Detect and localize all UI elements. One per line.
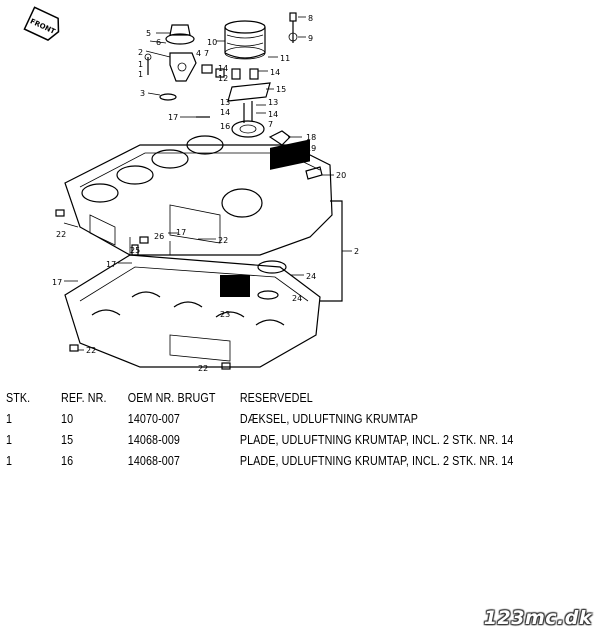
callout-1b: 1 [138, 70, 143, 79]
table-row: 1 15 14068-009 PLADE, UDLUFTNING KRUMTAP… [6, 429, 513, 450]
callout-14d: 14 [268, 110, 278, 119]
lower-crankcase-part [64, 254, 321, 368]
callout-12: 12 [218, 74, 228, 83]
row-oem-no: 14070-007 [127, 411, 180, 426]
callout-14a: 14 [218, 64, 228, 73]
callout-labels: 5 6 2 1 1 3 4 7 10 11 8 9 14 12 14 15 13… [52, 14, 360, 373]
callout-26: 26 [154, 232, 164, 241]
callout-2: 2 [138, 48, 143, 57]
callout-22b: 22 [218, 236, 228, 245]
dowel-parts [55, 209, 231, 370]
callout-8: 8 [308, 14, 313, 23]
site-watermark: 123mc.dk [483, 607, 592, 629]
hardware-parts [144, 53, 323, 180]
row-oem-no: 14068-009 [127, 432, 180, 447]
row-qty: 1 [6, 453, 13, 468]
callout-17a: 17 [168, 113, 178, 122]
header-oem-no: OEM NR. BRUGT [127, 390, 216, 405]
callout-13b: 13 [268, 98, 278, 107]
table-header-row: STK. REF. NR. OEM NR. BRUGT RESERVEDEL [6, 387, 513, 408]
callout-22c: 22 [86, 346, 96, 355]
callout-20: 20 [336, 171, 346, 180]
row-qty: 1 [6, 411, 13, 426]
row-qty: 1 [6, 432, 13, 447]
callout-25: 25 [130, 246, 140, 255]
callout-17b: 17 [176, 228, 186, 237]
parts-table: STK. REF. NR. OEM NR. BRUGT RESERVEDEL 1… [6, 387, 513, 471]
callout-11: 11 [280, 54, 290, 63]
callout-13a: 13 [220, 98, 230, 107]
exploded-parts-diagram: FRONT [23, 6, 360, 373]
callout-23: 23 [220, 310, 230, 319]
callout-3: 3 [140, 89, 145, 98]
row-oem-no: 14068-007 [127, 453, 180, 468]
header-part-name: RESERVEDEL [239, 390, 313, 405]
callout-22d: 22 [198, 364, 208, 373]
header-ref-no: REF. NR. [61, 390, 107, 405]
leader-lines [63, 16, 352, 368]
header-qty: STK. [6, 390, 31, 405]
callout-9: 9 [308, 34, 313, 43]
callout-18: 18 [306, 133, 316, 142]
callout-1: 1 [138, 60, 143, 69]
callout-5: 5 [146, 29, 151, 38]
callout-15: 15 [276, 85, 286, 94]
row-part-name: PLADE, UDLUFTNING KRUMTAP, INCL. 2 STK. … [239, 432, 514, 447]
bolt-part [288, 12, 298, 43]
callout-14c: 14 [220, 108, 230, 117]
callout-19: 19 [306, 144, 316, 153]
callout-24b: 24 [292, 294, 302, 303]
callout-4: 4 [196, 49, 201, 58]
row-ref-no: 10 [61, 411, 74, 426]
callout-17c: 17 [106, 260, 116, 269]
callout-10: 10 [207, 38, 217, 47]
table-row: 1 10 14070-007 DÆKSEL, UDLUFTNING KRUMTA… [6, 408, 513, 429]
callout-16: 16 [220, 122, 230, 131]
callout-14b: 14 [270, 68, 280, 77]
cap-part [165, 24, 197, 82]
row-ref-no: 15 [61, 432, 74, 447]
callout-7b: 7 [268, 120, 273, 129]
callout-22a: 22 [56, 230, 66, 239]
breather-cover-part [224, 20, 266, 60]
callout-7a: 7 [204, 49, 209, 58]
row-ref-no: 16 [61, 453, 74, 468]
upper-crankcase-part [64, 135, 333, 256]
front-arrow-icon: FRONT [23, 6, 60, 41]
callout-17d: 17 [52, 278, 62, 287]
row-part-name: PLADE, UDLUFTNING KRUMTAP, INCL. 2 STK. … [239, 453, 514, 468]
callout-6: 6 [156, 38, 161, 47]
table-row: 1 16 14068-007 PLADE, UDLUFTNING KRUMTAP… [6, 450, 513, 471]
row-part-name: DÆKSEL, UDLUFTNING KRUMTAP [239, 411, 419, 426]
callout-24a: 24 [306, 272, 316, 281]
callout-21: 21 [354, 247, 360, 256]
